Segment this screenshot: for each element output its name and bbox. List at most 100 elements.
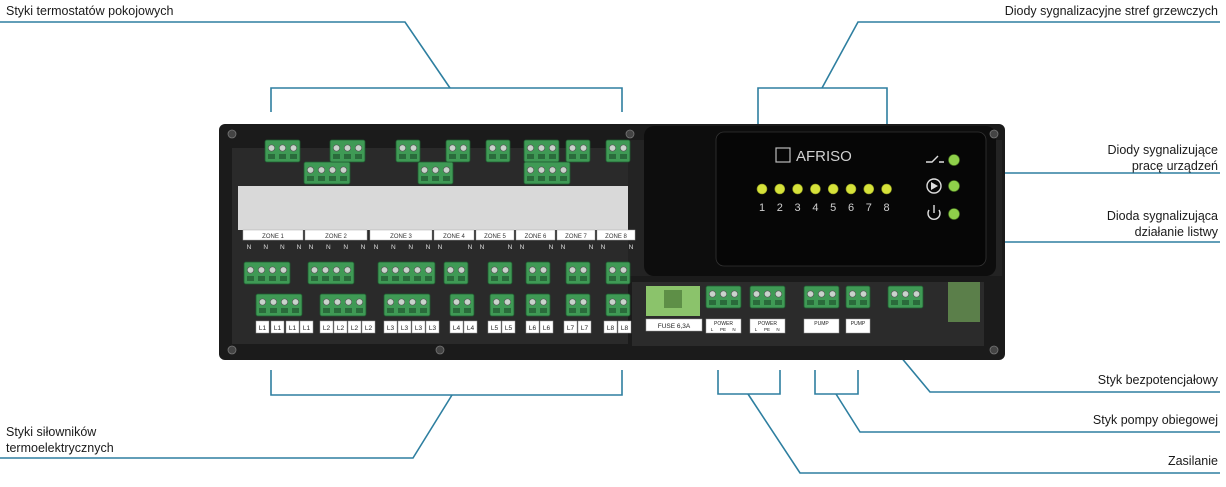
thermostat-terminal-slot (279, 154, 286, 159)
power-terminal-label: L (755, 327, 758, 332)
thermostat-terminal-slot (538, 176, 545, 181)
zone-label-box (242, 229, 304, 241)
thermostat-terminal-screw (526, 166, 534, 174)
thermostat-terminal-slot (399, 154, 406, 159)
thermostat-terminal-screw (267, 144, 275, 152)
actuator-terminal-lower-slot (609, 308, 616, 313)
actuator-terminal-slot (258, 276, 265, 281)
l-terminal-label: L1 (274, 325, 282, 332)
potential-free-terminal-screw (901, 290, 909, 298)
power-label: POWER (714, 321, 733, 327)
thermostat-terminal-slot (527, 176, 534, 181)
l-terminal-label: L3 (401, 325, 409, 332)
thermostat-terminal-screw (339, 166, 347, 174)
l-label-box (347, 320, 362, 334)
l-label-box (603, 320, 618, 334)
power-terminal-label: N (732, 327, 735, 332)
actuator-terminal-slot (529, 276, 536, 281)
l-terminal-label: L1 (289, 325, 297, 332)
thermostat-terminal (523, 161, 571, 185)
thermostat-terminal-screw (354, 144, 362, 152)
zone-terminal-n: N (468, 244, 473, 251)
pump-label: PUMP (814, 321, 829, 327)
power-terminal-slot (731, 300, 738, 305)
actuator-terminal-slot (247, 276, 254, 281)
mounting-hole (989, 345, 999, 355)
actuator-terminal-lower-screw (333, 298, 341, 306)
actuator-terminal-screw (413, 266, 421, 274)
actuator-terminal-slot (569, 276, 576, 281)
zone-led (792, 183, 803, 195)
potential-free-terminal-slot (891, 300, 898, 305)
actuator-terminal-slot (425, 276, 432, 281)
actuator-terminal-lower-slot (281, 308, 288, 313)
label-device-leds: Diody sygnalizujące pracę urządzeń (1108, 142, 1218, 174)
zone-label-box (475, 229, 515, 241)
l-label-box (383, 320, 398, 334)
actuator-terminal-lower-screw (344, 298, 352, 306)
zone-terminal-n: N (549, 244, 554, 251)
zone-terminal-n: N (480, 244, 485, 251)
actuator-terminal-lower-screw (463, 298, 471, 306)
actuator-terminal-screw (528, 266, 536, 274)
thermostat-terminal-slot (460, 154, 467, 159)
pump-terminal-screw (859, 290, 867, 298)
power-terminal-screw (774, 290, 782, 298)
thermostat-terminal (303, 161, 351, 185)
actuator-terminal-lower-slot (345, 308, 352, 313)
zone-label: ZONE 5 (484, 234, 506, 240)
thermostat-terminal-screw (332, 144, 340, 152)
thermostat-terminal-screw (409, 144, 417, 152)
actuator-terminal-screw (268, 266, 276, 274)
zone-terminal-n: N (508, 244, 513, 251)
power-terminal-label: PE (764, 327, 770, 332)
zone-label-box (433, 229, 475, 241)
zone-label: ZONE 6 (525, 234, 547, 240)
actuator-terminal-slot (269, 276, 276, 281)
zone-label: ZONE 4 (443, 234, 465, 240)
thermostat-terminal-slot (340, 176, 347, 181)
pump-terminal-slot (849, 300, 856, 305)
actuator-terminal-screw (380, 266, 388, 274)
actuator-terminal-lower-slot (323, 308, 330, 313)
thermostat-terminal-slot (569, 154, 576, 159)
thermostat-terminal-screw (328, 166, 336, 174)
thermostat-terminals (264, 139, 631, 185)
actuator-terminal-screw (446, 266, 454, 274)
l-terminal-label: L3 (429, 325, 437, 332)
zone-terminal-n: N (629, 244, 634, 251)
zone-label: ZONE 8 (605, 234, 627, 240)
zone-terminal-n: N (374, 244, 379, 251)
zone-terminal-n: N (343, 244, 348, 251)
zone-terminal-n: N (589, 244, 594, 251)
thermostat-terminal-screw (619, 144, 627, 152)
actuator-terminal-slot (502, 276, 509, 281)
label-thermostat-contacts: Styki termostatów pokojowych (6, 4, 174, 18)
actuator-terminal-lower-screw (528, 298, 536, 306)
power-terminal-slot (764, 300, 771, 305)
zone-terminal-n: N (438, 244, 443, 251)
l-terminal-label: L1 (259, 325, 267, 332)
actuator-terminal-screw (608, 266, 616, 274)
thermostat-terminal-slot (443, 176, 450, 181)
label-power-led-line1: Dioda sygnalizująca (1106, 209, 1218, 223)
zone-led-number: 2 (777, 202, 783, 214)
thermostat-terminal-slot (609, 154, 616, 159)
actuator-terminal-lower-slot (292, 308, 299, 313)
thermostat-terminal-slot (307, 176, 314, 181)
label-device-leds-line2: pracę urządzeń (1131, 159, 1218, 173)
actuator-terminal-lower-screw (539, 298, 547, 306)
thermostat-terminal-screw (537, 144, 545, 152)
pump-icon-arrow (931, 182, 938, 190)
power-terminal-label: PE (720, 327, 726, 332)
actuator-terminal-screw (391, 266, 399, 274)
actuator-terminal-lower-slot (420, 308, 427, 313)
pump-terminal-slot (818, 300, 825, 305)
actuator-terminal-lower-screw (280, 298, 288, 306)
fuse-cap (664, 290, 682, 308)
actuator-terminal-lower-slot (540, 308, 547, 313)
l-terminal-label: L8 (607, 325, 615, 332)
l-label-box (487, 320, 502, 334)
